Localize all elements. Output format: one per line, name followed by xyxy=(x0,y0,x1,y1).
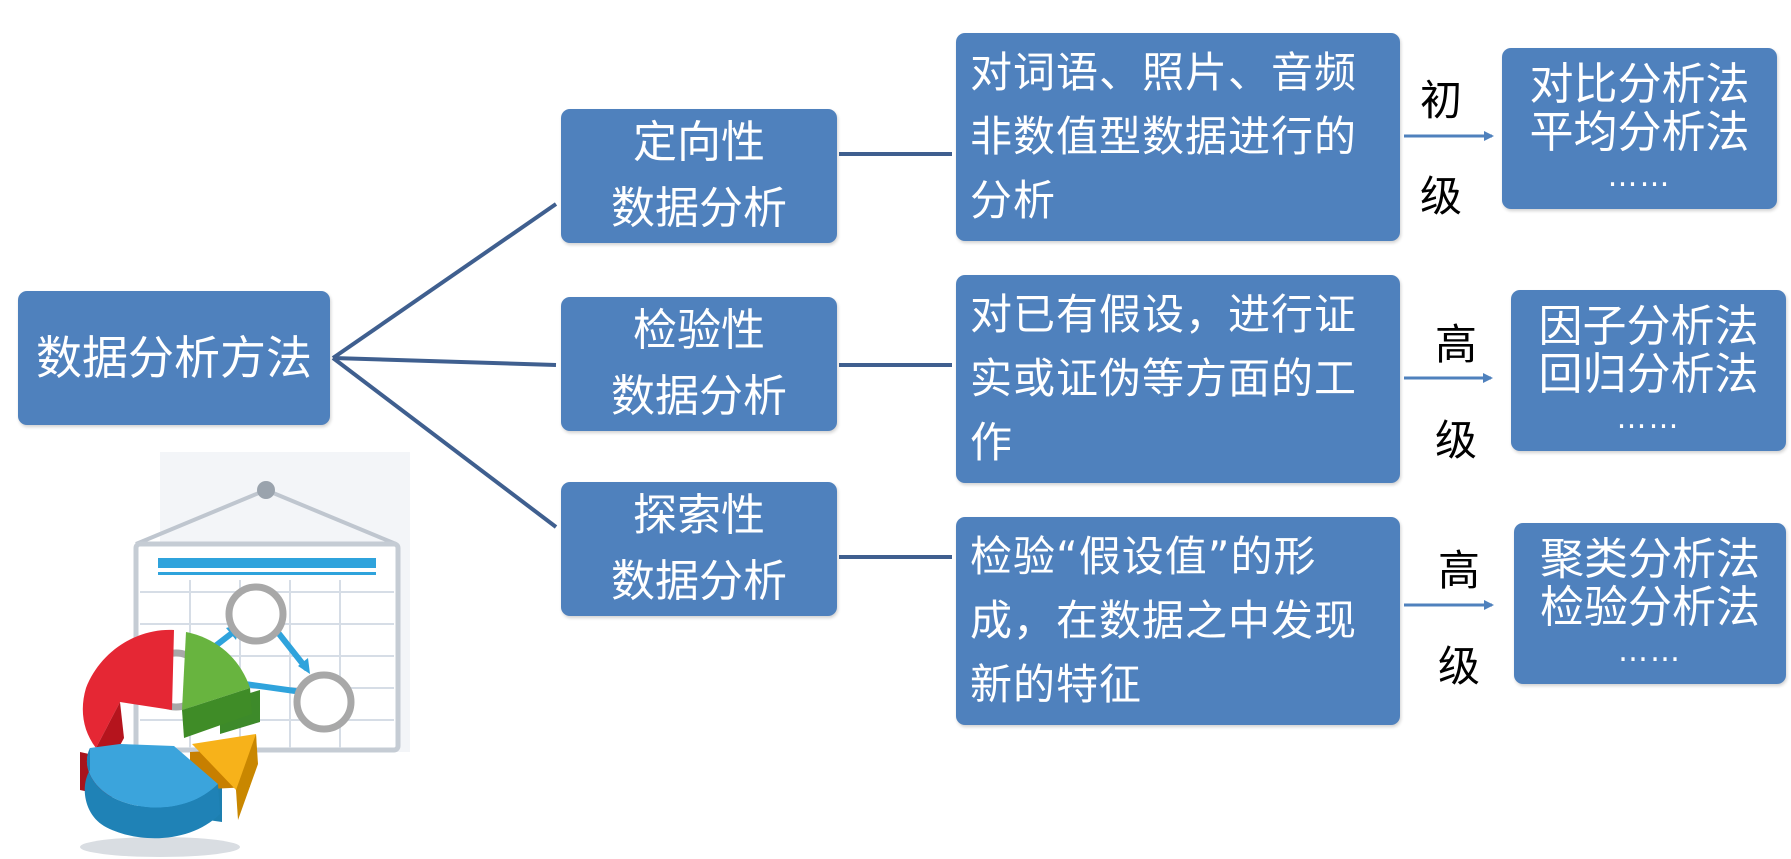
method-item: 平均分析法 xyxy=(1529,106,1750,158)
methods-directed: 对比分析法 平均分析法 …… xyxy=(1502,48,1777,209)
description-line: 对已有假设，进行证 xyxy=(970,290,1358,339)
description-exploratory: 检验“假设值”的形 成，在数据之中发现 新的特征 xyxy=(956,517,1400,725)
methods-exploratory: 聚类分析法 检验分析法 …… xyxy=(1514,523,1786,684)
category-title-line1: 探索性 xyxy=(633,490,765,541)
description-line: 新的特征 xyxy=(970,660,1143,709)
method-item: 回归分析法 xyxy=(1538,348,1759,400)
method-item-ellipsis: …… xyxy=(1616,400,1681,436)
level-char: 高 xyxy=(1437,546,1480,595)
method-item: 因子分析法 xyxy=(1538,300,1759,352)
root-node: 数据分析方法 xyxy=(18,291,330,425)
category-title-line2: 数据分析 xyxy=(611,183,787,234)
level-char: 初 xyxy=(1419,76,1462,125)
category-title-line2: 数据分析 xyxy=(611,556,787,607)
category-title-line1: 定向性 xyxy=(633,117,765,168)
connector-root-verification xyxy=(332,356,557,367)
level-char: 级 xyxy=(1434,416,1477,465)
method-item: 聚类分析法 xyxy=(1540,533,1760,585)
connector-root-directed xyxy=(331,202,558,360)
description-line: 非数值型数据进行的 xyxy=(970,112,1358,161)
description-directed: 对词语、照片、音频 非数值型数据进行的 分析 xyxy=(956,33,1400,241)
description-line: 检验“假设值”的形 xyxy=(970,532,1317,581)
description-line: 分析 xyxy=(970,176,1057,225)
description-line: 作 xyxy=(970,418,1014,467)
method-item-ellipsis: …… xyxy=(1618,633,1682,669)
level-label-verification: 高 级 xyxy=(1426,297,1486,489)
category-verification: 检验性 数据分析 xyxy=(561,297,837,431)
level-label-directed: 初 级 xyxy=(1411,53,1471,245)
connector-root-exploratory xyxy=(331,356,558,529)
method-item: 检验分析法 xyxy=(1540,581,1760,633)
method-item: 对比分析法 xyxy=(1529,58,1750,110)
description-line: 成，在数据之中发现 xyxy=(970,596,1358,645)
level-char: 级 xyxy=(1437,642,1480,691)
level-label-exploratory: 高 级 xyxy=(1429,523,1489,715)
category-title-line2: 数据分析 xyxy=(611,371,787,422)
category-directed: 定向性 数据分析 xyxy=(561,109,837,243)
category-title-line1: 检验性 xyxy=(633,305,765,356)
level-char: 高 xyxy=(1434,320,1477,369)
category-exploratory: 探索性 数据分析 xyxy=(561,482,837,616)
methods-verification: 因子分析法 回归分析法 …… xyxy=(1511,290,1786,451)
description-line: 实或证伪等方面的工 xyxy=(970,354,1358,403)
description-line: 对词语、照片、音频 xyxy=(970,48,1358,97)
root-label: 数据分析方法 xyxy=(36,331,312,385)
pie-chart-board-icon xyxy=(80,452,410,857)
description-verification: 对已有假设，进行证 实或证伪等方面的工 作 xyxy=(956,275,1400,483)
level-char: 级 xyxy=(1419,172,1462,221)
method-item-ellipsis: …… xyxy=(1607,158,1672,194)
